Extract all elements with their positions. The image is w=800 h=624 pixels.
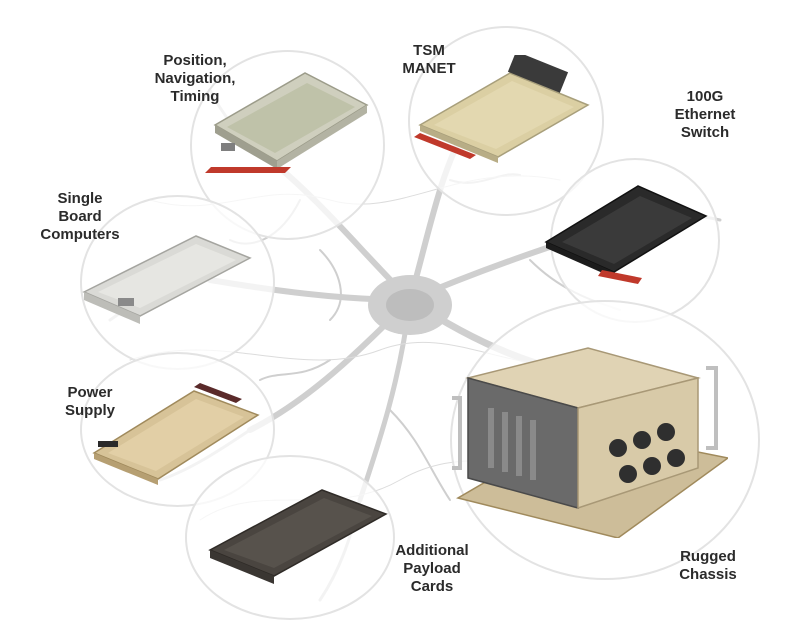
label-line: Rugged	[680, 548, 736, 565]
label-power: Power Supply	[50, 384, 130, 420]
label-line: Switch	[680, 124, 730, 141]
label-chassis: Rugged Chassis	[668, 548, 748, 584]
label-payload: Additional Payload Cards	[382, 542, 482, 596]
label-line: 100G	[686, 88, 724, 105]
label-line: Power	[67, 384, 113, 401]
label-line: MANET	[402, 60, 456, 77]
chassis-icon	[452, 347, 728, 538]
label-pnt: Position, Navigation, Timing	[140, 52, 250, 106]
label-line: Timing	[170, 88, 220, 105]
label-line: Cards	[410, 578, 454, 595]
label-tsm: TSM MANET	[394, 42, 464, 78]
label-ethernet: 100G Ethernet Switch	[660, 88, 750, 142]
ethernet-card-icon	[544, 185, 708, 284]
label-line: Board	[58, 208, 102, 225]
label-line: Payload	[403, 560, 461, 577]
label-line: Additional	[395, 542, 469, 559]
label-line: Chassis	[679, 566, 737, 583]
label-line: TSM	[413, 42, 445, 59]
label-line: Computers	[40, 226, 120, 243]
label-line: Ethernet	[674, 106, 736, 123]
pnt-card-icon	[205, 72, 369, 173]
power-card-icon	[92, 383, 260, 485]
label-line: Navigation,	[154, 70, 236, 87]
label-line: Supply	[64, 402, 115, 419]
label-line: Position,	[163, 52, 227, 69]
label-sbc: Single Board Computers	[30, 190, 130, 244]
label-line: Single	[57, 190, 103, 207]
payload-card-icon	[208, 489, 388, 584]
tsm-card-icon	[414, 55, 590, 163]
sbc-card-icon	[82, 235, 252, 324]
